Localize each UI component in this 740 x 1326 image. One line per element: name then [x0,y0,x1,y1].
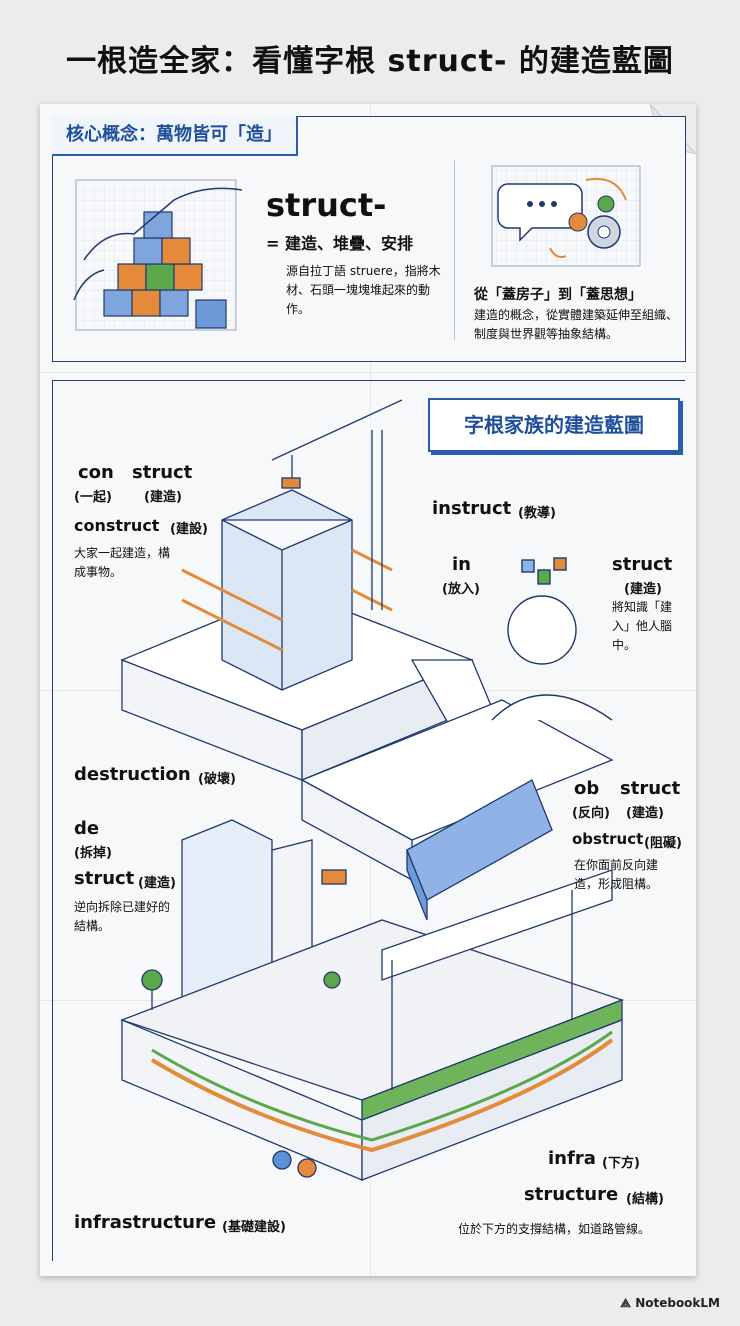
thought-gears-icon [491,165,641,267]
divider [454,160,455,340]
obstruct-prefix-meaning: (反向) [572,806,610,821]
infra-root-meaning: (結構) [626,1192,664,1207]
infra-desc: 位於下方的支撐結構，如道路管線。 [458,1222,651,1236]
destruction-prefix: de [74,818,100,839]
obstruct-word-meaning: (阻礙) [644,836,682,851]
family-panel [52,380,685,1261]
instruct-prefix: in [452,554,471,575]
obstruct-root: struct [620,778,681,799]
construct-word: construct [74,516,160,535]
obstruct-prefix: ob [574,778,600,799]
destruction-word-meaning: (破壞) [198,772,236,787]
root-word: struct- [266,186,387,224]
core-concept-tag: 核心概念：萬物皆可「造」 [52,116,298,156]
instruct-desc: 將知識「建入」他人腦中。 [612,600,673,652]
infra-word: infrastructure [74,1212,217,1233]
infra-word-meaning: (基礎建設) [222,1220,286,1235]
construct-prefix-meaning: (一起) [74,490,112,505]
family-tag: 字根家族的建造藍圖 [428,398,680,452]
watermark: ⟁ NotebookLM [620,1296,720,1310]
notebooklm-logo-icon: ⟁ [620,1296,636,1310]
infra-prefix-meaning: (下方) [602,1156,640,1171]
obstruct-root-meaning: (建造) [626,806,664,821]
obstruct-desc: 在你面前反向建造，形成阻構。 [574,858,659,891]
obstruct-word: obstruct [572,830,644,848]
instruct-prefix-meaning: (放入) [442,582,480,597]
instruct-word-meaning: (教導) [518,506,556,521]
infra-root: structure [524,1184,619,1205]
root-meaning: = 建造、堆疊、安排 [266,234,413,253]
construct-desc: 大家一起建造，構成事物。 [74,546,171,579]
construct-word-meaning: (建設) [170,522,208,537]
destruction-root-meaning: (建造) [138,876,176,891]
construct-prefix: con [78,462,114,483]
instruct-root-meaning: (建造) [624,582,662,597]
stacking-blocks-illustration [73,179,243,331]
fold-line [40,372,696,373]
destruction-prefix-meaning: (拆掉) [74,846,112,861]
instruct-word: instruct [432,498,512,519]
root-origin: 源自拉丁語 struere，指將木材、石頭一塊塊堆起來的動作。 [286,264,441,316]
construct-root-meaning: (建造) [144,490,182,505]
destruction-desc: 逆向拆除已建好的結構。 [74,900,171,933]
construct-root: struct [132,462,193,483]
isometric-city-illustration [120,399,624,1181]
page-title: 一根造全家：看懂字根 struct- 的建造藍圖 [66,44,674,79]
infra-prefix: infra [548,1148,596,1169]
destruction-word: destruction [74,764,191,785]
instruct-root: struct [612,554,673,575]
concept-desc: 建造的概念，從實體建築延伸至組織、制度與世界觀等抽象結構。 [474,308,679,341]
destruction-root: struct [74,868,135,889]
concept-title: 從「蓋房子」到「蓋思想」 [474,287,642,303]
